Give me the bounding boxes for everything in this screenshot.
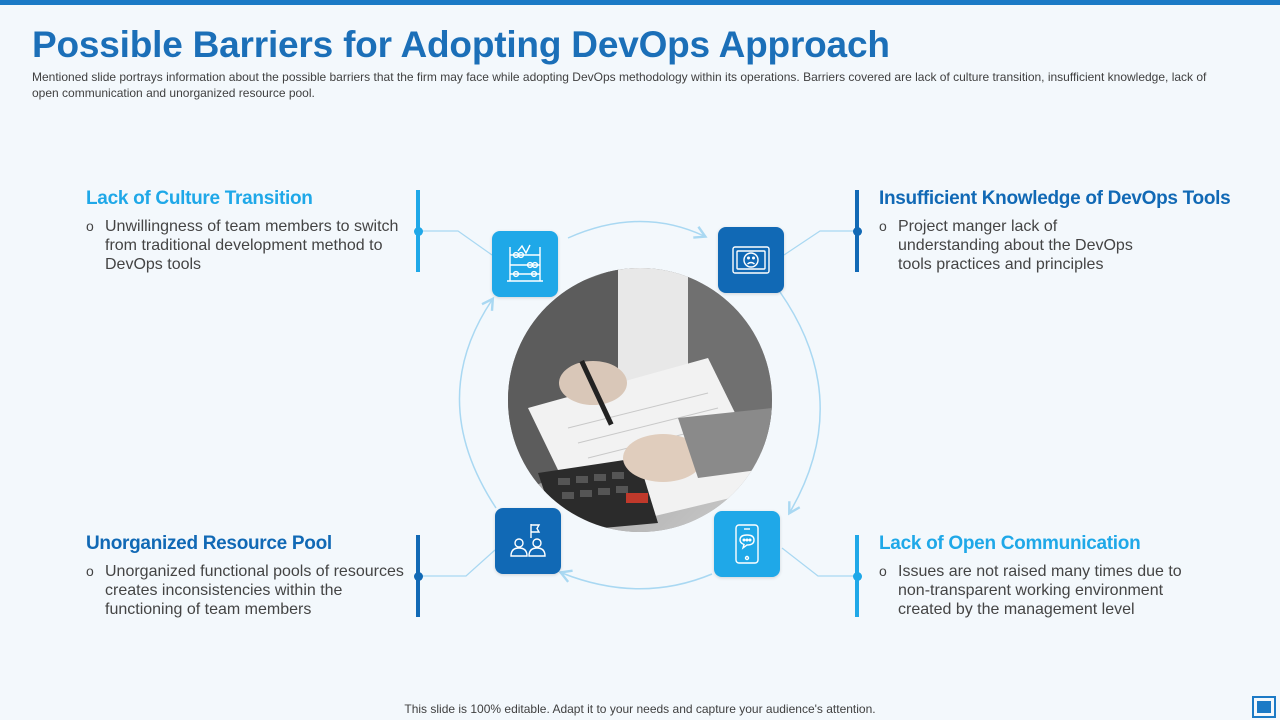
connector-dot-bottom-right [853, 572, 862, 581]
barrier-text-culture: Unwillingness of team members to switch … [105, 218, 399, 273]
bullet-marker: o [86, 563, 94, 579]
team-flag-icon-box [495, 508, 561, 574]
center-photo-calculator [508, 268, 772, 532]
barrier-heading-knowledge: Insufficient Knowledge of DevOps Tools [879, 188, 1231, 209]
connector-top-left [420, 230, 493, 256]
abacus-icon-box [492, 231, 558, 297]
connector-bottom-right [781, 547, 857, 577]
connector-bottom-left [420, 549, 496, 577]
barrier-text-knowledge: Project manger lack of understanding abo… [898, 218, 1133, 273]
phone-chat-icon-box [714, 511, 780, 577]
cycle-arrow-bottom [558, 569, 713, 590]
slide-title: Possible Barriers for Adopting DevOps Ap… [32, 24, 890, 65]
barrier-bullet-culture: o Unwillingness of team members to switc… [86, 217, 405, 274]
cycle-arrow-left [458, 296, 497, 509]
barrier-text-communication: Issues are not raised many times due to … [898, 563, 1182, 618]
barrier-heading-communication: Lack of Open Communication [879, 533, 1141, 554]
bullet-marker: o [879, 563, 887, 579]
connector-dot-bottom-left [414, 572, 423, 581]
footer-note: This slide is 100% editable. Adapt it to… [404, 702, 876, 716]
phone-chat-icon [735, 524, 759, 564]
bullet-marker: o [86, 218, 94, 234]
barrier-text-resource-pool: Unorganized functional pools of resource… [105, 563, 404, 618]
cycle-arrow-top [567, 220, 708, 239]
sad-banknote-icon [732, 246, 770, 274]
barrier-bullet-knowledge: o Project manger lack of understanding a… [879, 217, 1160, 274]
cycle-arrow-right [779, 291, 821, 516]
barrier-bullet-resource-pool: o Unorganized functional pools of resour… [86, 562, 405, 619]
connector-dot-top-right [853, 227, 862, 236]
slide-subtitle: Mentioned slide portrays information abo… [32, 70, 1207, 100]
barrier-bullet-communication: o Issues are not raised many times due t… [879, 562, 1198, 619]
corner-logo-mark [1252, 696, 1276, 718]
barrier-heading-resource-pool: Unorganized Resource Pool [86, 533, 332, 554]
connector-top-right [783, 230, 857, 256]
bullet-marker: o [879, 218, 887, 234]
sad-banknote-icon-box [718, 227, 784, 293]
connector-dot-top-left [414, 227, 423, 236]
barrier-heading-culture: Lack of Culture Transition [86, 188, 313, 209]
team-flag-icon [510, 524, 546, 557]
top-accent-bar [0, 0, 1280, 5]
abacus-icon [507, 244, 543, 282]
